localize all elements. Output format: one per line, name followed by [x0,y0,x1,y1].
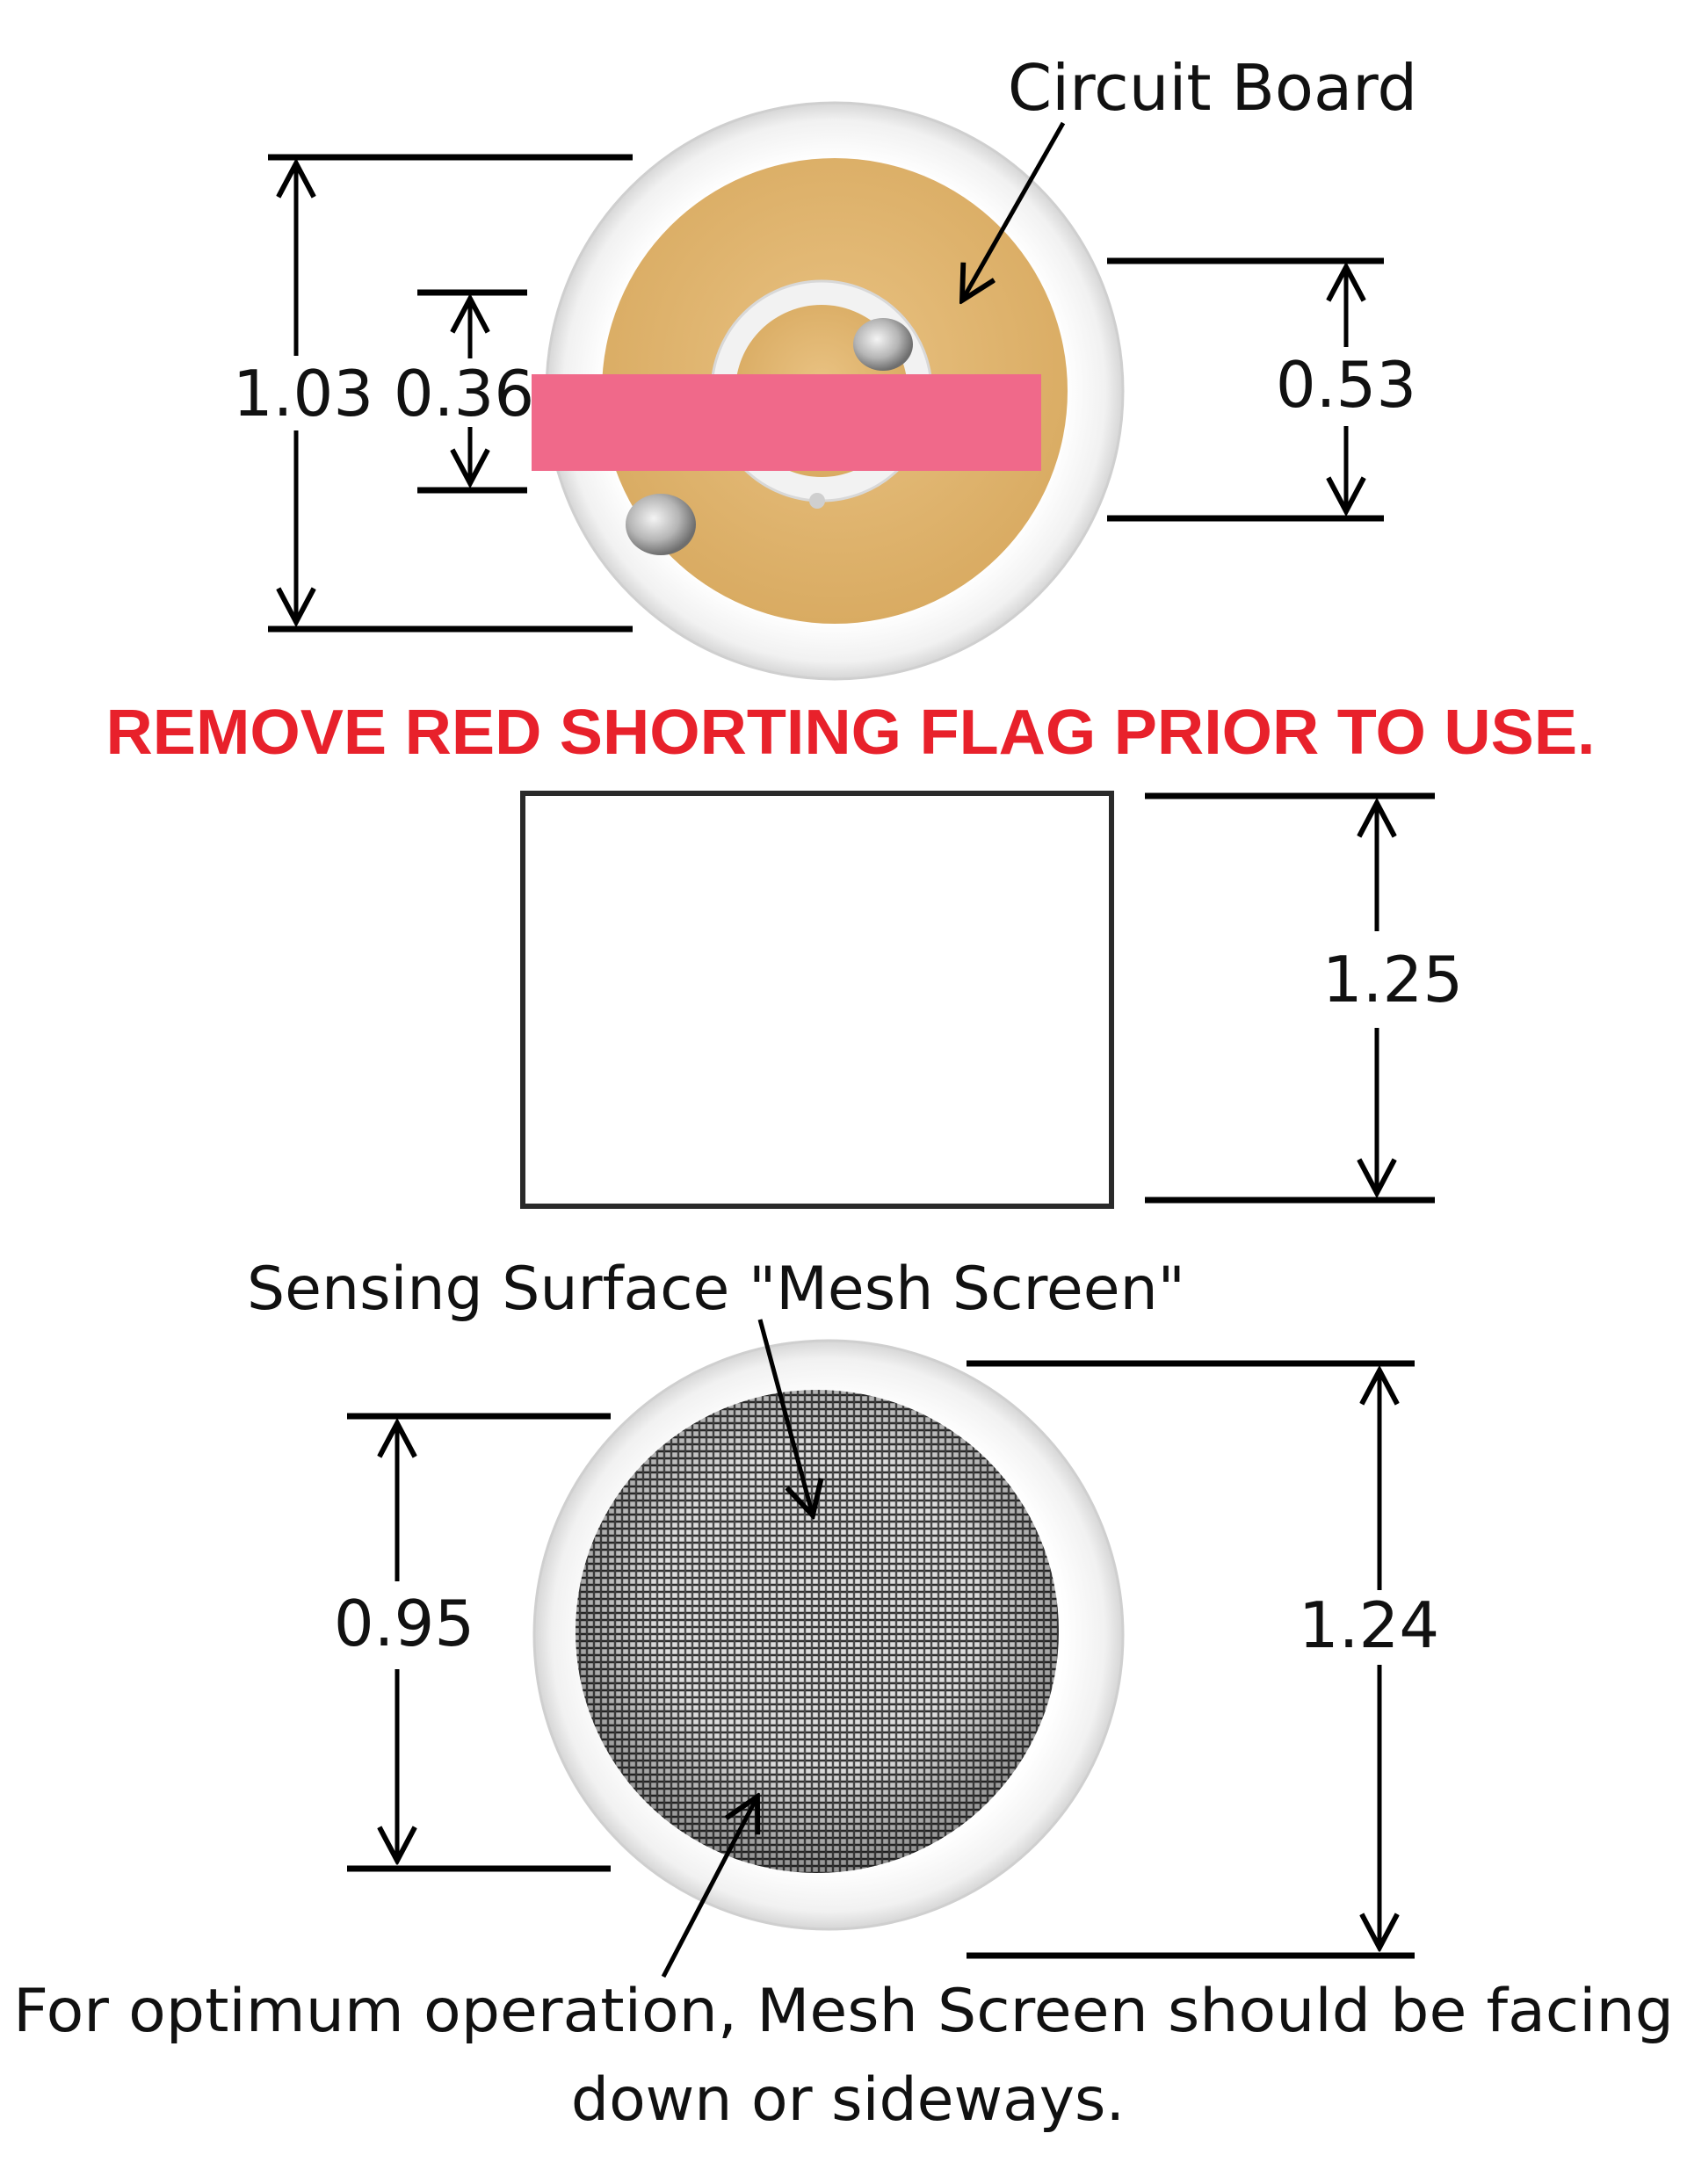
warning-text: REMOVE RED SHORTING FLAG PRIOR TO USE. [106,698,1596,768]
center-dot [809,493,825,509]
top-view: 1.03 0.36 0.53 Circuit Board [233,51,1417,681]
mesh-shade [576,1390,1059,1873]
bottom-dim-outer-value: 1.24 [1299,1588,1439,1662]
orientation-note-line1: For optimum operation, Mesh Screen shoul… [13,1977,1674,2046]
red-shorting-flag [532,374,1041,471]
circuit-board-arrow [962,121,1066,300]
orientation-note-arrow [661,1797,757,1978]
sensor-side-body [520,791,1114,1209]
side-dim-value: 1.25 [1322,943,1463,1016]
mesh-screen-arrow [757,1319,813,1515]
side-view: 1.25 [520,791,1463,1209]
dim-height-value: 0.53 [1276,348,1416,422]
mounting-hole-upper [853,318,913,371]
dim-inner-value: 0.36 [394,357,534,430]
bottom-view: Sensing Surface "Mesh Screen" 0.95 1.24 … [13,1255,1674,2135]
mounting-hole-lower [626,494,696,555]
dim-outer-value: 1.03 [233,357,373,430]
mesh-screen-label: Sensing Surface "Mesh Screen" [247,1255,1185,1324]
bottom-dim-inner-value: 0.95 [334,1587,474,1660]
circuit-board-label: Circuit Board [1008,51,1417,125]
orientation-note-line2: down or sideways. [571,2065,1125,2135]
